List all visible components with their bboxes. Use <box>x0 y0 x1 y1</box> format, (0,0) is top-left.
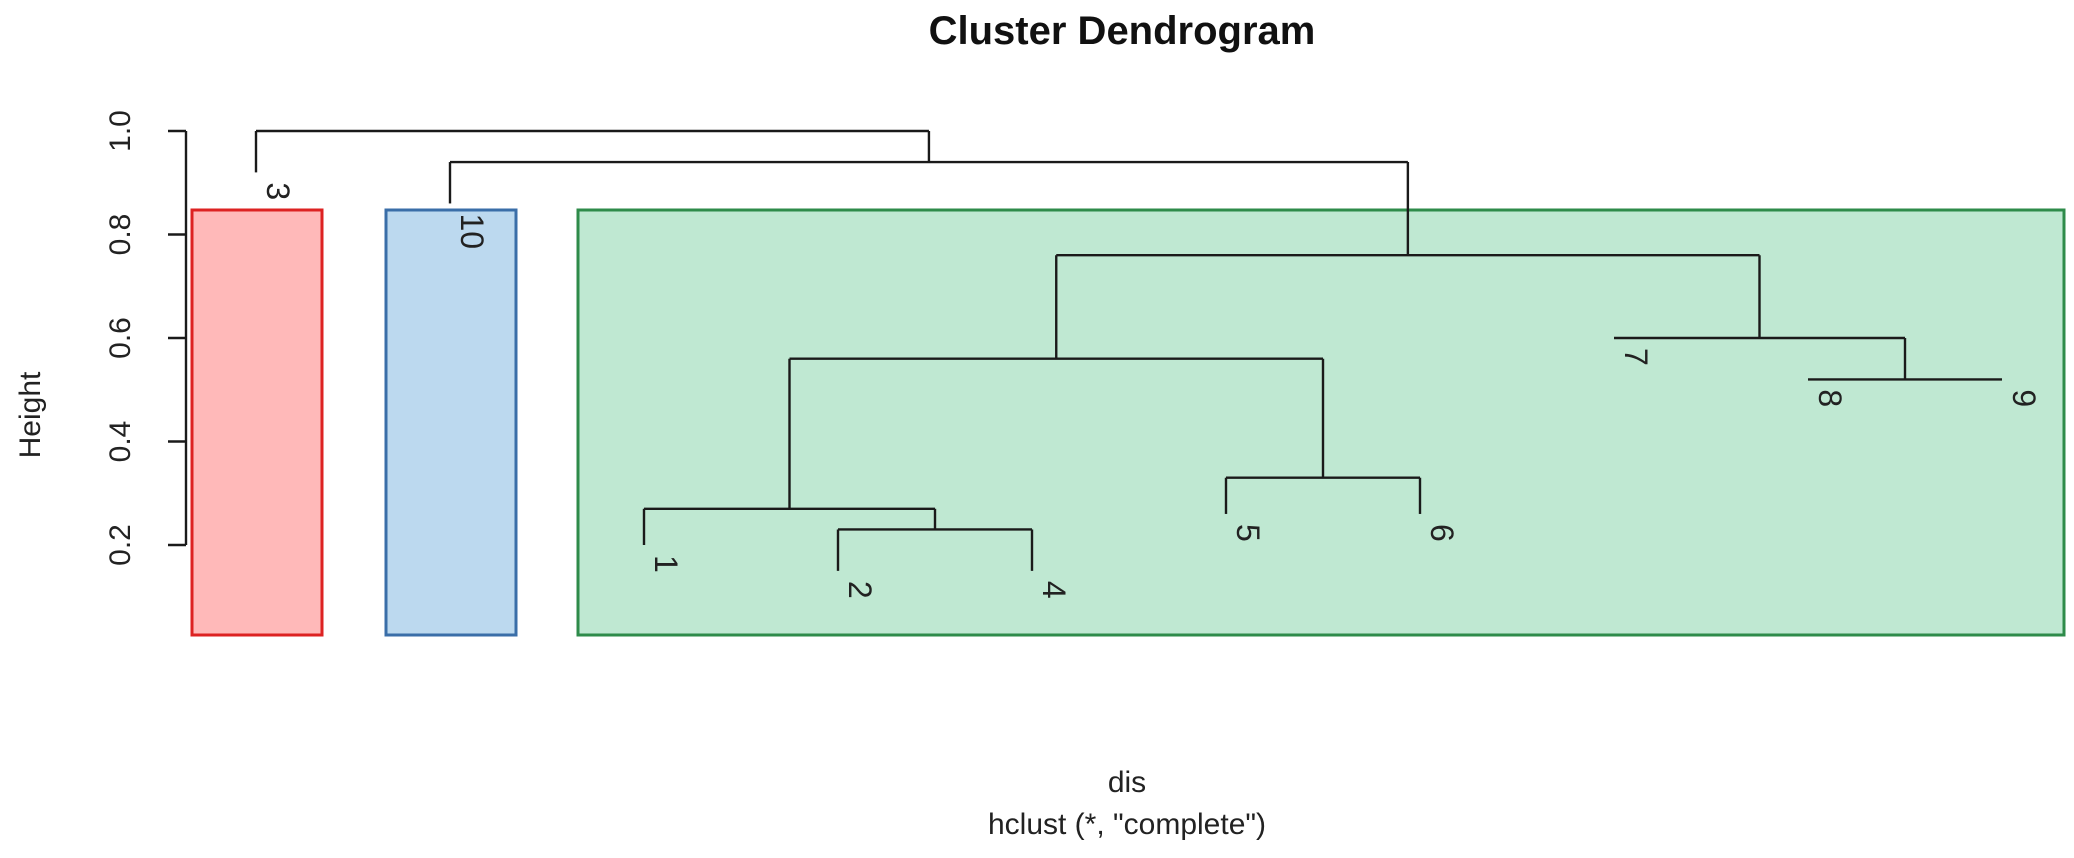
leaf-label-4: 4 <box>1036 581 1072 599</box>
leaf-label-7: 7 <box>1618 348 1654 366</box>
x-axis-label: dis <box>1108 766 1146 799</box>
method-subtitle: hclust (*, "complete") <box>988 808 1266 841</box>
y-tick-label: 0.4 <box>104 421 137 463</box>
y-tick-label: 0.2 <box>104 524 137 566</box>
cluster-rects <box>190 208 2066 637</box>
leaf-label-8: 8 <box>1812 389 1848 407</box>
dendrogram-tree <box>254 129 2002 571</box>
cluster-rect-1 <box>190 208 324 637</box>
leaf-label-10: 10 <box>454 213 490 249</box>
y-axis: 0.2 0.4 0.6 0.8 1.0 <box>104 110 188 566</box>
leaf-label-6: 6 <box>1424 524 1460 542</box>
cluster-rect-3 <box>576 208 2066 637</box>
cluster-rect-2 <box>384 208 518 637</box>
y-axis-label: Height <box>14 371 47 458</box>
leaf-label-5: 5 <box>1230 524 1266 542</box>
leaf-label-2: 2 <box>842 581 878 599</box>
leaf-label-1: 1 <box>648 555 684 573</box>
leaf-label-9: 9 <box>2006 389 2042 407</box>
leaf-labels: 3 10 1 2 4 5 6 7 8 9 <box>260 182 2042 598</box>
y-tick-label: 1.0 <box>104 110 137 152</box>
leaf-label-3: 3 <box>260 182 296 200</box>
y-tick-label: 0.8 <box>104 214 137 256</box>
chart-title: Cluster Dendrogram <box>929 9 1316 53</box>
y-tick-label: 0.6 <box>104 317 137 359</box>
